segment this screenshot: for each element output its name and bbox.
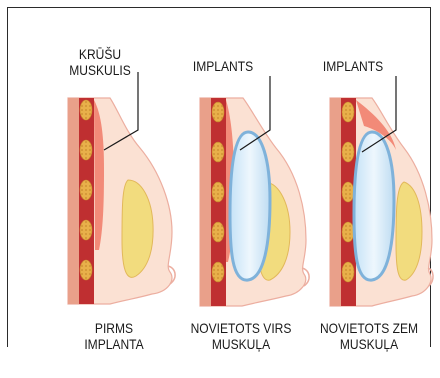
caption-line2: IMPLANTA <box>62 336 165 352</box>
implant <box>230 132 270 280</box>
implant-label: IMPLANTS <box>184 58 261 74</box>
chest-wall-edge <box>68 98 79 304</box>
muscle-label-line1: KRŪŠU <box>66 46 135 62</box>
caption-line1: NOVIETOTS ZEM <box>313 320 425 336</box>
muscle-label-line2: MUSKULIS <box>66 62 135 78</box>
implant-label-2-text: IMPLANTS <box>314 58 391 74</box>
caption-line2: MUSKUĻA <box>313 336 425 352</box>
panel-under-muscle <box>330 98 433 306</box>
chest-wall-edge <box>330 98 341 306</box>
caption-line2: MUSKUĻA <box>185 336 297 352</box>
implant-label-text: IMPLANTS <box>184 58 261 74</box>
muscle-label: KRŪŠU MUSKULIS <box>66 46 135 78</box>
caption-over-muscle: NOVIETOTS VIRS MUSKUĻA <box>185 320 297 352</box>
implant <box>354 132 394 280</box>
caption-before-implant: PIRMS IMPLANTA <box>62 320 165 352</box>
implant-label-2: IMPLANTS <box>314 58 391 74</box>
panel-before-implant <box>68 98 175 304</box>
caption-line1: PIRMS <box>62 320 165 336</box>
panel-over-muscle <box>200 98 309 306</box>
chest-wall-edge <box>200 98 211 306</box>
caption-under-muscle: NOVIETOTS ZEM MUSKUĻA <box>313 320 425 352</box>
caption-line1: NOVIETOTS VIRS <box>185 320 297 336</box>
